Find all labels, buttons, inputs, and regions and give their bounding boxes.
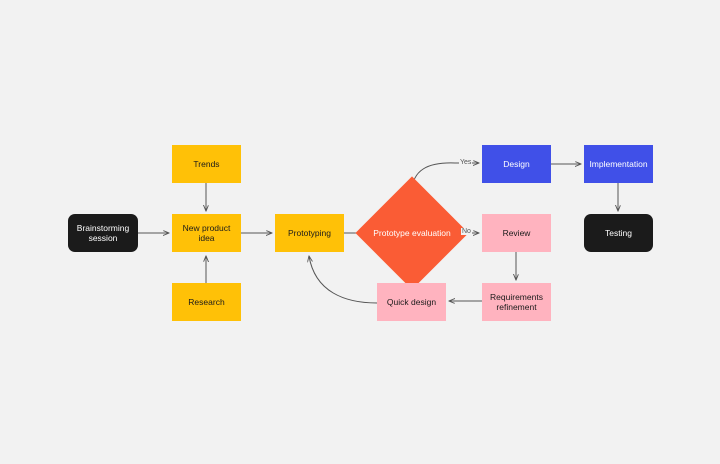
node-label: Design <box>503 158 530 169</box>
node-implementation[interactable]: Implementation <box>584 145 653 183</box>
node-label: Trends <box>193 158 220 169</box>
node-design[interactable]: Design <box>482 145 551 183</box>
node-label: New product idea <box>182 222 231 243</box>
node-label: Testing <box>605 227 632 238</box>
node-label: Review <box>502 227 531 238</box>
edge-quick-design-to-prototyping <box>309 256 378 304</box>
node-new-product-idea[interactable]: New product idea <box>172 214 241 252</box>
node-label: Brainstorming session <box>76 222 130 243</box>
node-label: Research <box>188 296 225 307</box>
node-label: Quick design <box>386 296 437 307</box>
node-prototyping[interactable]: Prototyping <box>275 214 344 252</box>
edge-label-no: No <box>461 228 472 235</box>
node-review[interactable]: Review <box>482 214 551 252</box>
node-label: Prototype evaluation <box>373 227 451 238</box>
node-label: Requirements refinement <box>490 291 543 312</box>
node-requirements-refinement[interactable]: Requirements refinement <box>482 283 551 321</box>
node-trends[interactable]: Trends <box>172 145 241 183</box>
node-quick-design[interactable]: Quick design <box>377 283 446 321</box>
node-testing[interactable]: Testing <box>584 214 653 252</box>
edge-label-yes: Yes <box>459 159 473 166</box>
node-label: Prototyping <box>288 227 331 238</box>
node-brainstorming-session[interactable]: Brainstorming session <box>68 214 138 252</box>
node-research[interactable]: Research <box>172 283 241 321</box>
node-label: Implementation <box>589 158 648 169</box>
node-prototype-evaluation[interactable]: Prototype evaluation <box>355 176 469 290</box>
